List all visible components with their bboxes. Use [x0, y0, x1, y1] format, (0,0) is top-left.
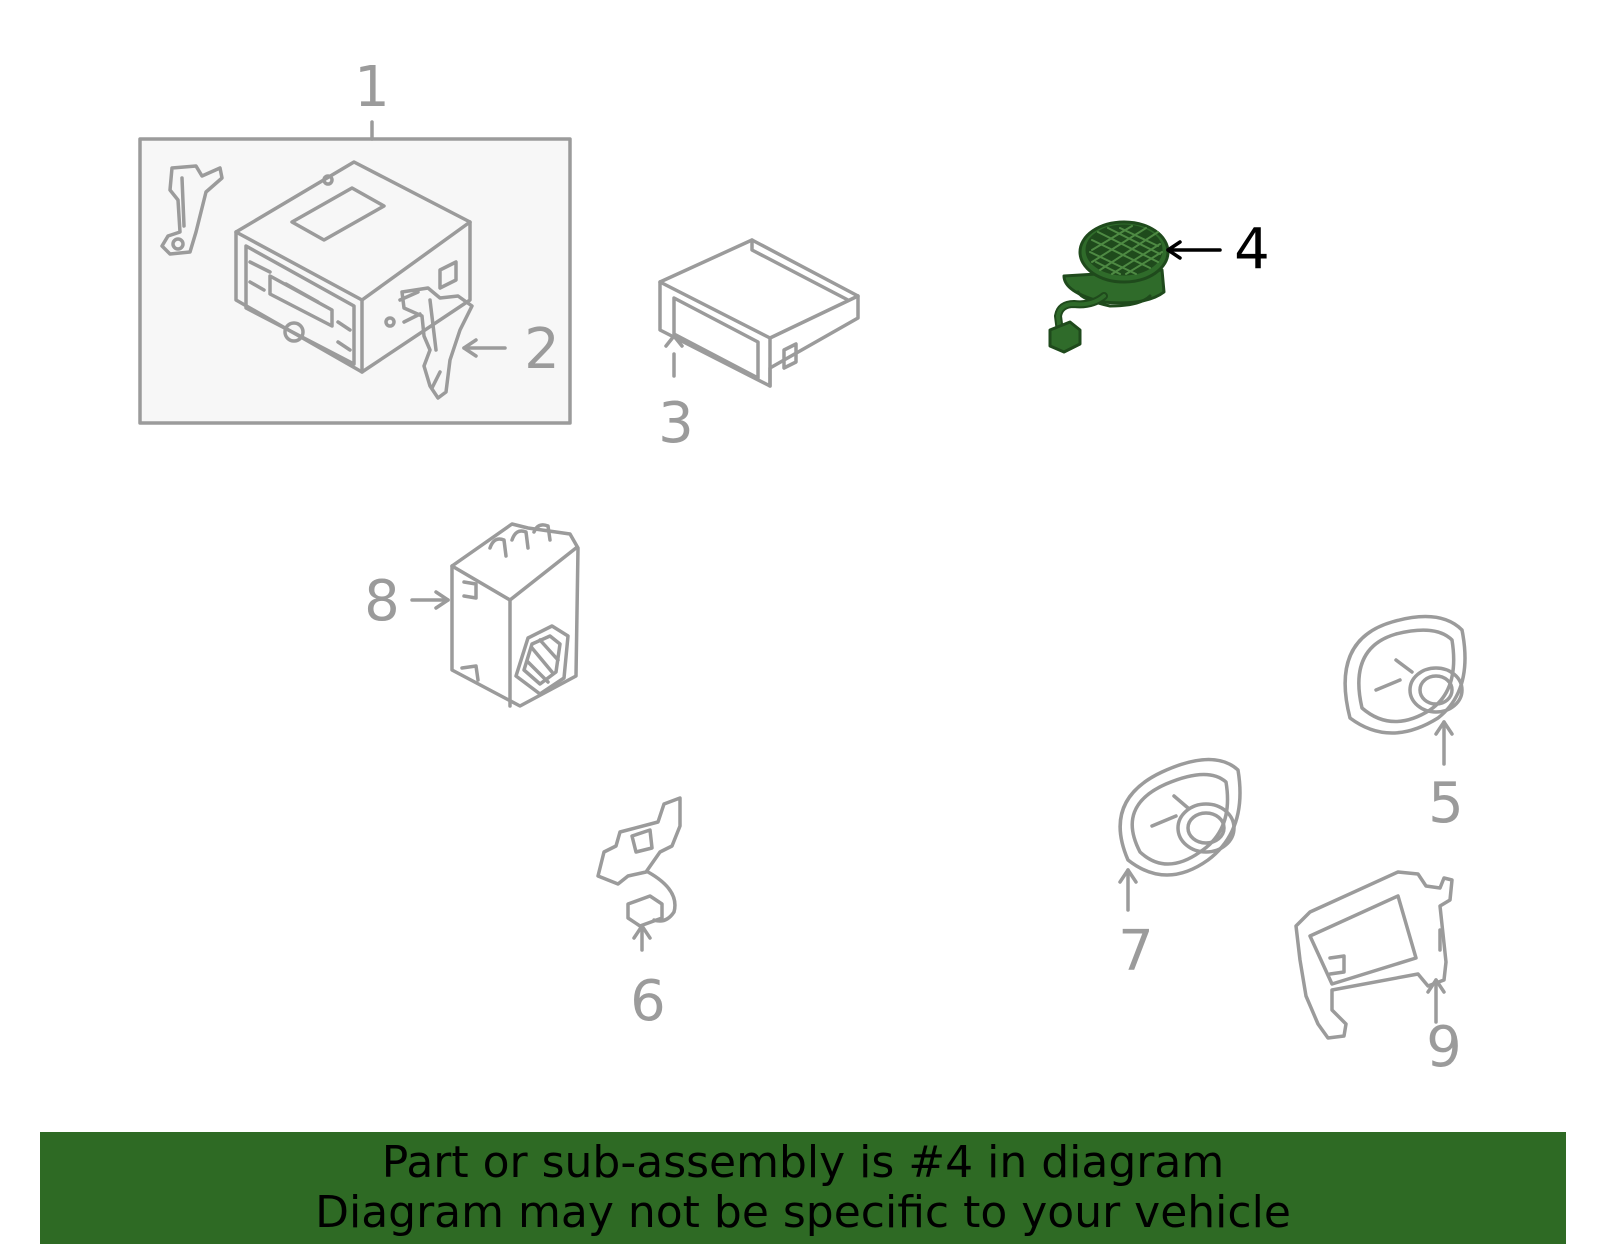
part-3-pocket[interactable] — [658, 238, 860, 388]
callout-6: 6 — [630, 969, 666, 1034]
info-banner-background — [40, 1132, 1566, 1244]
callout-3: 3 — [658, 391, 694, 456]
part-6-harness[interactable] — [596, 796, 682, 952]
part-8-subwoofer[interactable] — [410, 522, 580, 708]
callout-9: 9 — [1426, 1015, 1462, 1080]
banner-part-note: Part or sub-assembly is #4 in diagram — [381, 1137, 1225, 1188]
part-7-door-speaker[interactable] — [1118, 757, 1242, 912]
callout-8: 8 — [364, 569, 400, 634]
info-banner: Part or sub-assembly is #4 in diagram Di… — [40, 1132, 1566, 1244]
part-1-radio-assembly[interactable] — [138, 120, 572, 425]
callout-5: 5 — [1428, 771, 1464, 836]
callout-4-arrow — [1166, 240, 1222, 260]
part-2-bracket — [400, 286, 474, 400]
banner-disclaimer: Diagram may not be specific to your vehi… — [315, 1187, 1291, 1238]
part-5-rear-speaker[interactable] — [1343, 614, 1467, 766]
callout-7: 7 — [1118, 919, 1154, 984]
callout-4: 4 — [1234, 217, 1270, 282]
part-9-speaker-bracket[interactable] — [1294, 870, 1454, 1040]
callout-1: 1 — [354, 55, 390, 120]
callout-2: 2 — [524, 317, 560, 382]
part-4-tweeter-highlighted[interactable] — [1048, 220, 1170, 354]
